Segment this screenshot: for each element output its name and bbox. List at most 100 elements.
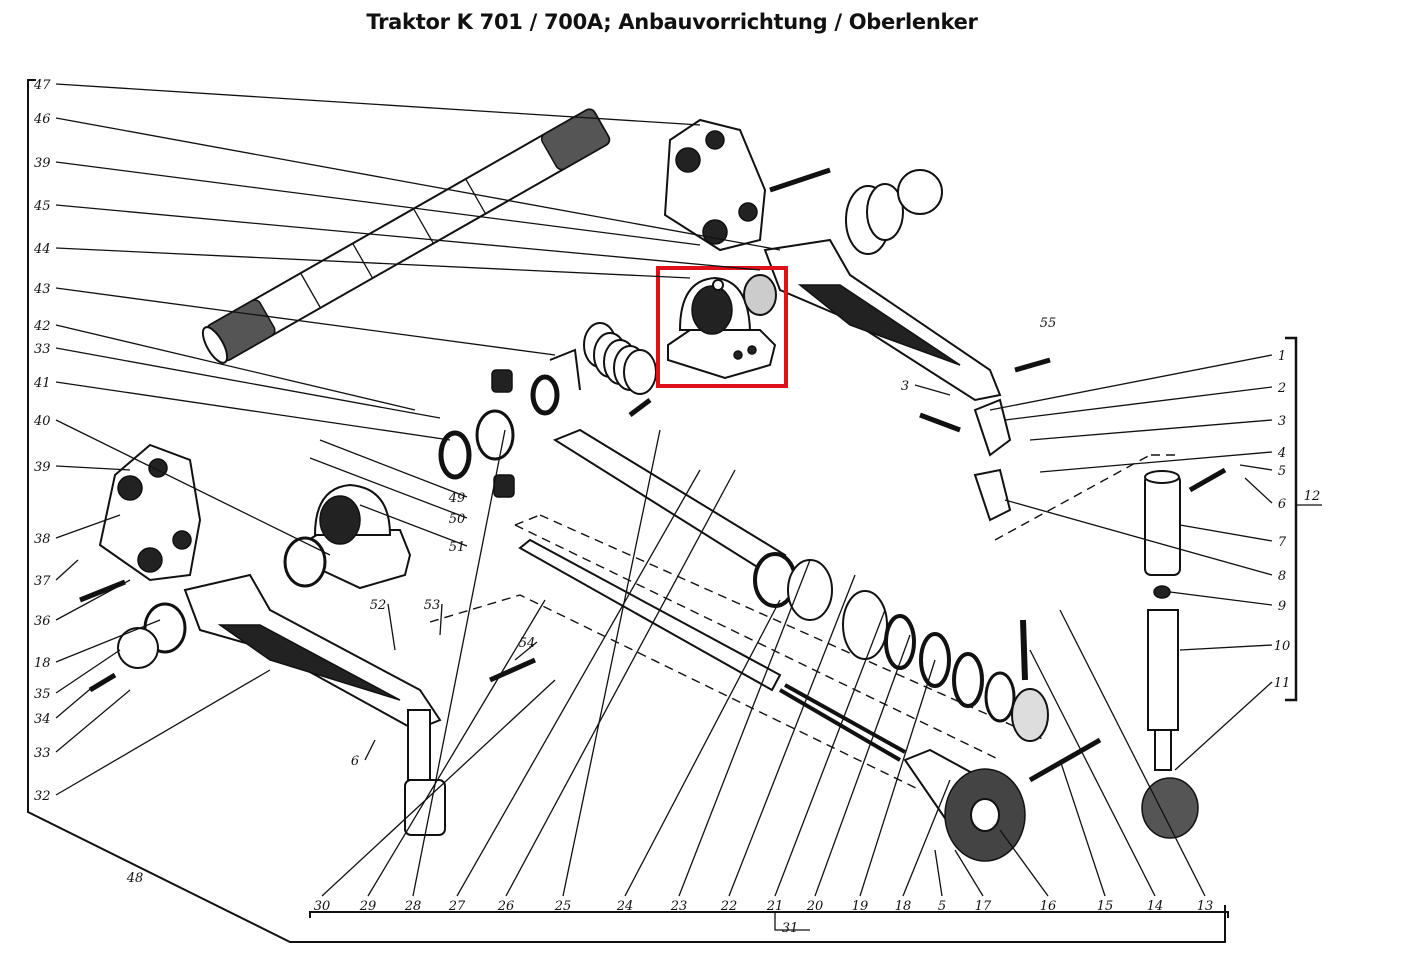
part-label: 6 [351,754,359,769]
frame-lines [27,79,1322,943]
part-label: 44 [33,242,51,257]
part-torsion-spring [549,322,657,395]
leader-line [934,849,943,897]
leader-line [309,457,468,519]
part-label: 1 [1278,349,1286,364]
part-label: 42 [33,319,51,334]
leader-line [1239,464,1273,471]
part-bearing-block-44 [667,274,777,380]
part-label: 28 [404,899,422,914]
part-label: 48 [126,871,144,886]
leader-line [55,83,701,126]
part-label: 53 [424,598,441,613]
part-rod-eye [903,619,1102,862]
part-label: 13 [1197,899,1214,914]
leader-line [1004,386,1273,421]
part-label: 30 [314,899,331,914]
part-label: 55 [1040,316,1057,331]
part-label: 8 [1278,569,1286,584]
leader-line [1174,681,1273,771]
leader-line [728,574,856,897]
part-label: 46 [33,112,51,127]
leader-line [562,429,661,897]
leader-line [914,384,951,396]
leader-line [55,465,131,471]
part-label: 10 [1274,639,1291,654]
part-label: 9 [1278,599,1286,614]
part-label: 23 [670,899,688,914]
leader-line [989,354,1273,411]
part-label: 16 [1040,899,1057,914]
part-label: 7 [1278,535,1287,550]
part-labels: 4746394544434233414039383736183534333230… [33,78,1320,936]
leader-line [902,779,951,897]
part-label: 24 [616,899,634,914]
leader-line [1029,649,1156,897]
leader-line [505,469,736,897]
leader-line [55,161,701,246]
part-label: 14 [1147,899,1164,914]
leader-line [1059,609,1206,897]
part-upper-bracket [663,118,767,252]
part-label: 3 [901,379,909,394]
part-lower-bracket [98,443,202,582]
leader-line [624,599,781,897]
part-label: 47 [33,78,51,93]
part-label: 36 [34,614,51,629]
part-label: 4 [1277,446,1286,461]
leader-line [954,849,984,897]
part-lower-lift-arm [183,573,446,836]
leader-line [359,504,468,547]
leader-line [55,559,79,581]
part-label: 33 [34,746,51,761]
part-label: 3 [1278,414,1286,429]
leader-line [514,641,538,661]
leader-line [1179,524,1273,542]
part-label: 17 [975,899,992,914]
leader-line [55,689,131,753]
part-label: 54 [519,636,536,651]
leader-line [439,603,443,636]
diagram-title: Traktor K 701 / 700A; Anbauvorrichtung /… [366,10,978,34]
part-label: 27 [448,899,466,914]
leader-line [55,381,451,441]
part-label: 39 [34,460,51,475]
part-label: 6 [1278,497,1286,512]
leader-line [55,117,781,251]
leader-line [456,469,701,897]
leader-line [55,514,121,539]
leader-line [1059,759,1106,897]
leader-line [367,599,546,897]
part-label: 38 [34,532,51,547]
leader-line [1169,591,1273,606]
part-label: 34 [34,712,51,727]
leader-line [859,659,936,897]
leader-line [1029,419,1273,441]
part-label: 2 [1277,381,1286,396]
leader-line [364,739,376,761]
leader-line [678,559,811,897]
part-clamps [117,169,943,669]
leader-line [55,247,691,279]
part-label: 39 [34,156,51,171]
part-label: 25 [554,899,572,914]
leader-line [55,419,331,556]
leader-line [412,429,506,897]
leader-line [999,829,1049,897]
part-label: 18 [895,899,912,914]
part-label: 5 [938,899,946,914]
leader-line [55,649,121,694]
leader-line [55,669,271,796]
leader-line [55,347,441,419]
part-label: 45 [33,199,51,214]
part-label: 43 [33,282,51,297]
part-label: 15 [1097,899,1114,914]
leader-line [55,579,131,621]
leader-line [1179,644,1273,651]
part-label: 41 [33,376,51,391]
leader-line [814,634,911,897]
part-rings [753,552,1049,742]
part-right-assembly [79,167,1227,839]
part-label: 29 [359,899,377,914]
